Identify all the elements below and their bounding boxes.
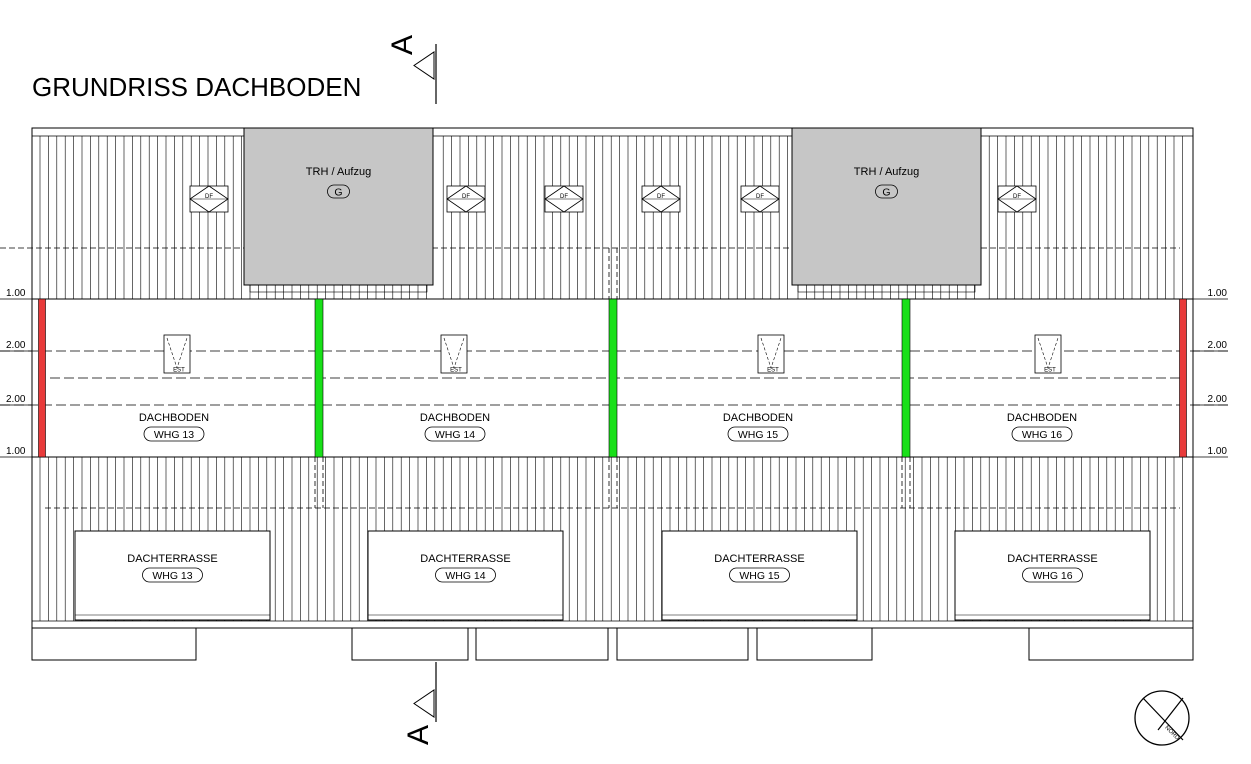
- skylight-label: DF: [560, 194, 568, 200]
- skylight-label: DF: [657, 194, 665, 200]
- unit-tag-pill: [727, 426, 789, 442]
- level-mark-right: 1.00: [1208, 446, 1228, 457]
- est-opening: [166, 337, 188, 369]
- attic-label: DACHBODEN: [1007, 412, 1077, 424]
- canopy-box: [1028, 627, 1194, 661]
- canopy-box: [351, 627, 469, 661]
- unit-tag: WHG 15: [738, 429, 778, 441]
- attic-label: DACHBODEN: [420, 412, 490, 424]
- north-line: [1157, 697, 1184, 731]
- est-label: EST: [450, 368, 462, 374]
- terrace-label: DACHTERRASSE: [127, 553, 217, 565]
- core-label: TRH / Aufzug: [306, 166, 371, 178]
- unit-tag: WHG 13: [154, 429, 194, 441]
- level-mark-right: 2.00: [1208, 340, 1228, 351]
- core-tag: G: [882, 187, 890, 199]
- roof-terraces: DACHTERRASSE WHG 13 DACHTERRASSE WHG 14 DACH…: [74, 530, 1151, 621]
- unit-tag-pill: [1022, 567, 1083, 583]
- party-wall: [314, 298, 324, 458]
- level-marks: 1.00 1.00 2.00 2.00 2.00 2.00 1.00 1.00: [0, 288, 1228, 458]
- unit-tag: WHG 13: [152, 570, 192, 582]
- core-block: [243, 127, 434, 286]
- attic-label: DACHBODEN: [139, 412, 209, 424]
- unit-tag-pill: [143, 426, 205, 442]
- outline-rect: [31, 127, 1194, 629]
- attic-label: DACHBODEN: [723, 412, 793, 424]
- est-opening: [1037, 337, 1059, 369]
- core-tag-pill: [875, 184, 898, 199]
- roof-windows: DF DF DF DF DF DF: [189, 185, 1037, 213]
- party-wall: [901, 298, 911, 458]
- terrace-label: DACHTERRASSE: [1007, 553, 1097, 565]
- core-label: TRH / Aufzug: [854, 166, 919, 178]
- section-letter-top: A: [386, 35, 419, 55]
- core-tag: G: [334, 187, 342, 199]
- section-arrow-icon: [413, 51, 435, 80]
- level-mark-left: 1.00: [6, 288, 26, 299]
- unit-tag: WHG 15: [739, 570, 779, 582]
- unit-tag-pill: [1011, 426, 1073, 442]
- unit-tag: WHG 14: [435, 429, 475, 441]
- est-label: EST: [173, 368, 185, 374]
- canopy-box: [616, 627, 749, 661]
- level-mark-right: 2.00: [1208, 394, 1228, 405]
- est-opening: [760, 337, 782, 369]
- skylight-label: DF: [462, 194, 470, 200]
- unit-tag-pill: [729, 567, 790, 583]
- skylight-label: DF: [205, 194, 213, 200]
- end-wall: [1179, 298, 1187, 458]
- terrace-label: DACHTERRASSE: [420, 553, 510, 565]
- party-walls: [38, 248, 1187, 508]
- section-markers: AA: [386, 35, 437, 745]
- section-letter-bottom: A: [402, 725, 435, 745]
- unit-tag: WHG 16: [1022, 429, 1062, 441]
- canopy-box: [475, 627, 609, 661]
- unit-tag: WHG 16: [1032, 570, 1072, 582]
- level-mark-left: 2.00: [6, 340, 26, 351]
- skylight-label: DF: [1013, 194, 1021, 200]
- est-frame: [440, 334, 468, 374]
- core-block: [791, 127, 982, 286]
- terrace-label: DACHTERRASSE: [714, 553, 804, 565]
- unit-tag-pill: [435, 567, 496, 583]
- est-frame: [1034, 334, 1062, 374]
- level-mark-left: 2.00: [6, 394, 26, 405]
- canopy-box: [31, 627, 197, 661]
- end-wall: [38, 298, 46, 458]
- plan-title: GRUNDRISS DACHBODEN: [32, 72, 361, 102]
- unit-tag-pill: [142, 567, 203, 583]
- canopy-box: [756, 627, 873, 661]
- unit-tag: WHG 14: [445, 570, 485, 582]
- est-frame: [757, 334, 785, 374]
- est-windows: EST EST EST EST: [163, 334, 1062, 374]
- skylight-label: DF: [756, 194, 764, 200]
- level-mark-left: 1.00: [6, 446, 26, 457]
- section-arrow-icon: [413, 689, 435, 718]
- unit-tag-pill: [424, 426, 486, 442]
- core-tag-pill: [327, 184, 350, 199]
- est-label: EST: [767, 368, 779, 374]
- est-frame: [163, 334, 191, 374]
- building-outline: [31, 127, 1194, 661]
- party-wall: [608, 298, 618, 458]
- est-opening: [443, 337, 465, 369]
- north-arrow-icon: NORD: [1134, 690, 1190, 746]
- level-mark-right: 1.00: [1208, 288, 1228, 299]
- est-label: EST: [1044, 368, 1056, 374]
- north-line: [1142, 697, 1184, 741]
